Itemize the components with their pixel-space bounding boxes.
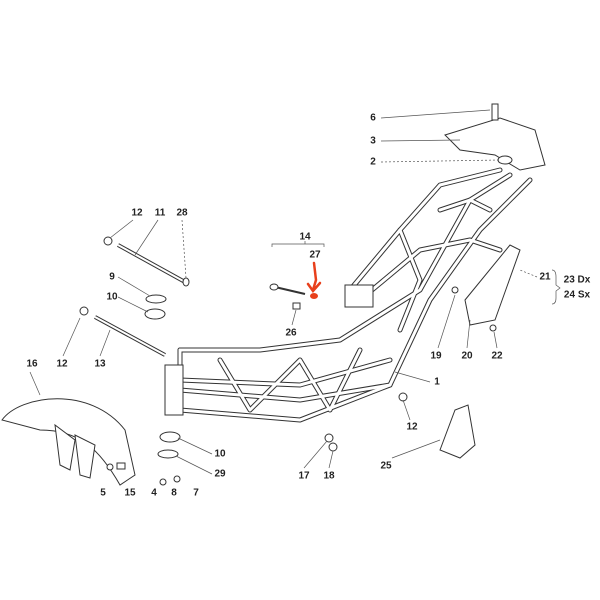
steering-head xyxy=(164,364,184,416)
callout-label: 28 xyxy=(176,207,188,219)
highlight-arrow-icon xyxy=(306,261,322,294)
frame-tube xyxy=(178,173,512,352)
callout-label: 8 xyxy=(171,487,177,499)
callout-label: 11 xyxy=(154,207,166,219)
callout-label: 17 xyxy=(298,470,310,482)
nut-22 xyxy=(489,324,497,332)
rear-plate xyxy=(444,117,546,171)
callout-label: 27 xyxy=(309,249,321,261)
callout-label: 10 xyxy=(106,291,118,303)
cover-25 xyxy=(439,404,476,459)
callout-label: 5 xyxy=(100,487,106,499)
callout-label: 24 Sx xyxy=(563,289,591,301)
swingarm-mount xyxy=(344,284,374,308)
callout-label: 7 xyxy=(193,487,199,499)
callout-label: 2 xyxy=(370,156,376,168)
callout-label: 10 xyxy=(214,448,226,460)
frame-tube xyxy=(178,178,532,402)
bolt-6 xyxy=(491,103,499,121)
callout-label: 9 xyxy=(109,271,115,283)
callout-label: 26 xyxy=(285,327,297,339)
frame-tube xyxy=(348,168,502,292)
frame-tube xyxy=(358,238,502,302)
callout-label: 16 xyxy=(26,358,38,370)
callout-label: 4 xyxy=(151,487,157,499)
screw-19 xyxy=(451,286,459,294)
frame-tube xyxy=(218,348,362,412)
grommet-2 xyxy=(497,155,513,165)
callout-label: 18 xyxy=(323,470,335,482)
side-panel xyxy=(464,244,521,326)
callout-label: 12 xyxy=(406,421,418,433)
callout-label: 1 xyxy=(434,376,440,388)
callout-label: 14 xyxy=(299,231,311,243)
frame-tube xyxy=(398,228,422,332)
callout-label: 25 xyxy=(380,460,392,472)
callout-label: 3 xyxy=(370,135,376,147)
callout-label: 23 Dx xyxy=(563,274,591,286)
callout-label: 29 xyxy=(214,468,226,480)
callout-label: 15 xyxy=(124,487,136,499)
frame-tube xyxy=(397,227,423,333)
callout-label: 20 xyxy=(461,350,473,362)
frame-tube xyxy=(178,358,392,387)
callout-label: 21 xyxy=(539,271,551,283)
callout-label: 19 xyxy=(430,350,442,362)
front-fender xyxy=(1,398,136,486)
callout-label: 12 xyxy=(56,358,68,370)
highlighted-part-27 xyxy=(310,293,318,299)
callout-label: 13 xyxy=(94,358,106,370)
callout-label: 22 xyxy=(491,350,503,362)
callout-label: 6 xyxy=(370,112,376,124)
callout-label: 12 xyxy=(131,207,143,219)
frame-tube xyxy=(438,198,492,212)
